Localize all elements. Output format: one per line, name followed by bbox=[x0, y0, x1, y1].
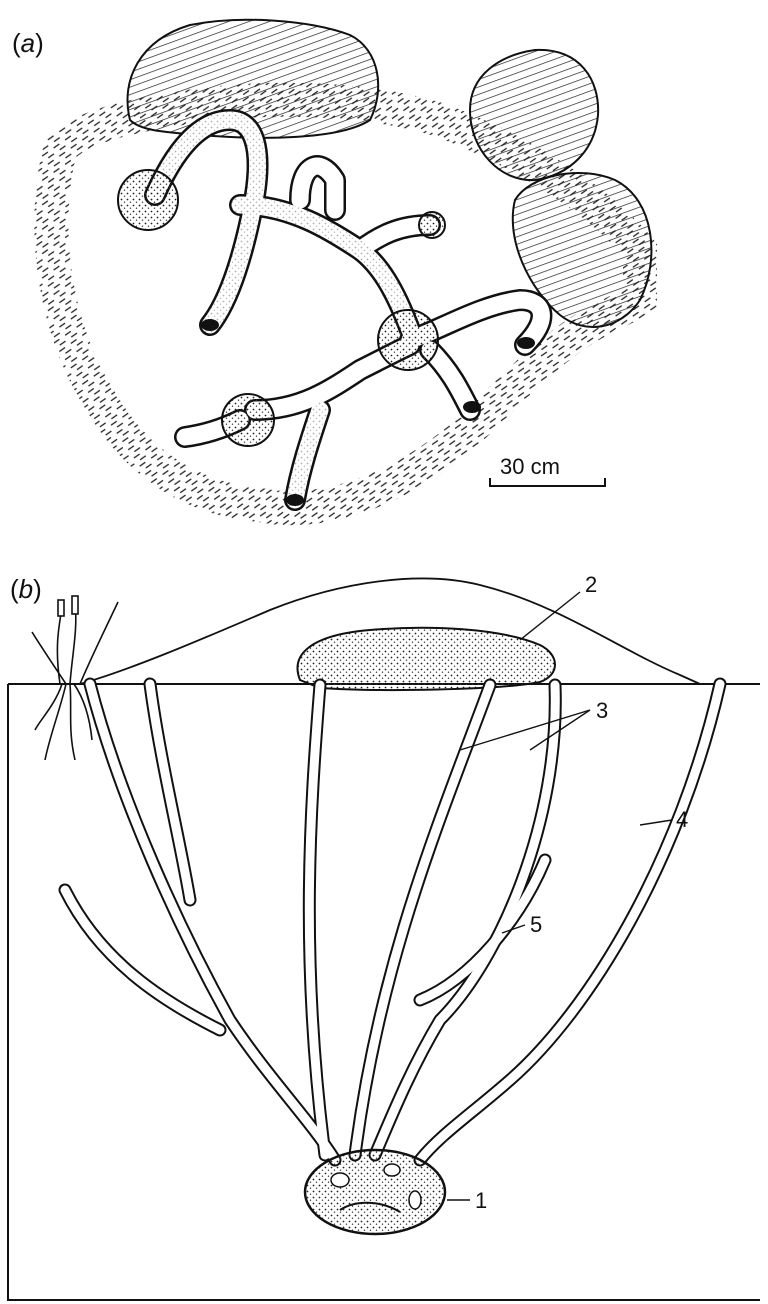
panel-b-label-open: ( bbox=[10, 574, 19, 604]
panel-a-label-open: ( bbox=[12, 28, 21, 58]
scale-bar-label: 30 cm bbox=[500, 454, 560, 479]
scale-bar: 30 cm bbox=[490, 454, 605, 487]
tunnel-network bbox=[155, 120, 541, 500]
chamber-lower bbox=[222, 394, 274, 446]
chamber-center bbox=[378, 310, 438, 370]
panel-b-label-close: ) bbox=[33, 574, 42, 604]
panel-a-drawing: 30 cm bbox=[0, 0, 768, 560]
panel-a-label: (a) bbox=[12, 28, 44, 59]
panel-a-label-close: ) bbox=[35, 28, 44, 58]
panel-a-label-letter: a bbox=[21, 28, 35, 58]
callout-5: 5 bbox=[530, 912, 542, 937]
nest-chamber bbox=[305, 1150, 445, 1234]
panel-b-burrow-section-view: 1 2 3 4 5 (b) bbox=[0, 560, 768, 1304]
chamber-small bbox=[419, 212, 445, 238]
panel-b-label-letter: b bbox=[19, 574, 33, 604]
chamber-left bbox=[118, 170, 178, 230]
panel-a-burrow-plan-view: 30 cm (a) bbox=[0, 0, 768, 560]
callout-3: 3 bbox=[596, 698, 608, 723]
section-tunnels bbox=[65, 684, 720, 1160]
callout-4: 4 bbox=[676, 807, 688, 832]
panel-b-drawing: 1 2 3 4 5 bbox=[0, 560, 768, 1304]
callout-1: 1 bbox=[475, 1188, 487, 1213]
panel-b-label: (b) bbox=[10, 574, 42, 605]
rock-right-upper bbox=[470, 50, 598, 180]
pebble-cap bbox=[298, 628, 555, 690]
callout-2: 2 bbox=[585, 572, 597, 597]
